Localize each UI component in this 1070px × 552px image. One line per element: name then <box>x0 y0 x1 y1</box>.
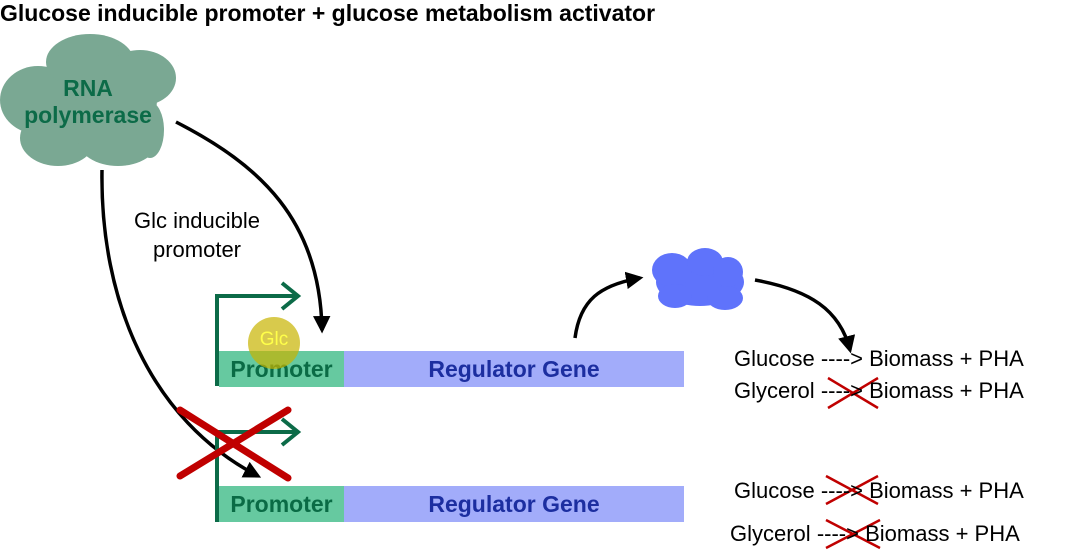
glc-inducible-line2: promoter <box>152 237 242 262</box>
blocked-cross-top-glycerol <box>827 376 879 410</box>
outcome-bottom-glucose: Glucose ----> Biomass + PHA <box>734 478 1024 504</box>
blocked-cross-bottom-glucose <box>825 474 879 506</box>
activation-arrow <box>754 278 856 354</box>
regulator-gene-box-bottom: Regulator Gene <box>344 486 684 522</box>
product-label: Biomass + PHA <box>865 521 1020 546</box>
blocked-cross-bottom-glycerol <box>825 518 881 550</box>
regulator-gene-box-top: Regulator Gene <box>344 351 684 387</box>
substrate-label: Glucose <box>734 478 815 503</box>
product-label: Biomass + PHA <box>869 378 1024 403</box>
rnap-binding-arrow <box>175 120 331 334</box>
outcome-top-glucose: Glucose ----> Biomass + PHA <box>734 346 1024 372</box>
glucose-molecule <box>248 317 300 369</box>
substrate-label: Glycerol <box>730 521 811 546</box>
glucose-label: Glc <box>259 329 289 350</box>
rna-polymerase-shape <box>0 34 176 166</box>
reaction-arrow: ----> <box>820 378 863 403</box>
reaction-arrow: ----> <box>820 478 863 503</box>
glc-inducible-promoter-label: Glc inducible promoter <box>104 206 290 264</box>
product-label: Biomass + PHA <box>869 346 1024 371</box>
reaction-arrow: ----> <box>816 521 859 546</box>
transcription-start-arrow-top <box>215 294 296 386</box>
rna-polymerase-line2: polymerase <box>24 102 152 128</box>
regulator-protein-shape <box>652 248 744 310</box>
diagram-title: Glucose inducible promoter + glucose met… <box>0 0 656 26</box>
outcome-top-glycerol: Glycerol ----> Biomass + PHA <box>734 378 1024 404</box>
expression-arrow <box>573 271 644 339</box>
blocked-transcription-cross <box>176 406 292 482</box>
regulator-gene-label-top: Regulator Gene <box>428 355 600 382</box>
outcome-bottom-glycerol: Glycerol ----> Biomass + PHA <box>730 521 1020 547</box>
substrate-label: Glycerol <box>734 378 815 403</box>
rna-polymerase-line1: RNA <box>63 75 113 101</box>
rna-polymerase-label: RNA polymerase <box>0 75 176 129</box>
reaction-arrow: ----> <box>820 346 863 371</box>
substrate-label: Glucose <box>734 346 815 371</box>
glc-inducible-line1: Glc inducible <box>134 208 260 233</box>
promoter-box-bottom: Promoter <box>219 486 344 522</box>
regulator-gene-label-bottom: Regulator Gene <box>428 490 600 517</box>
product-label: Biomass + PHA <box>869 478 1024 503</box>
promoter-label-bottom: Promoter <box>230 490 333 517</box>
